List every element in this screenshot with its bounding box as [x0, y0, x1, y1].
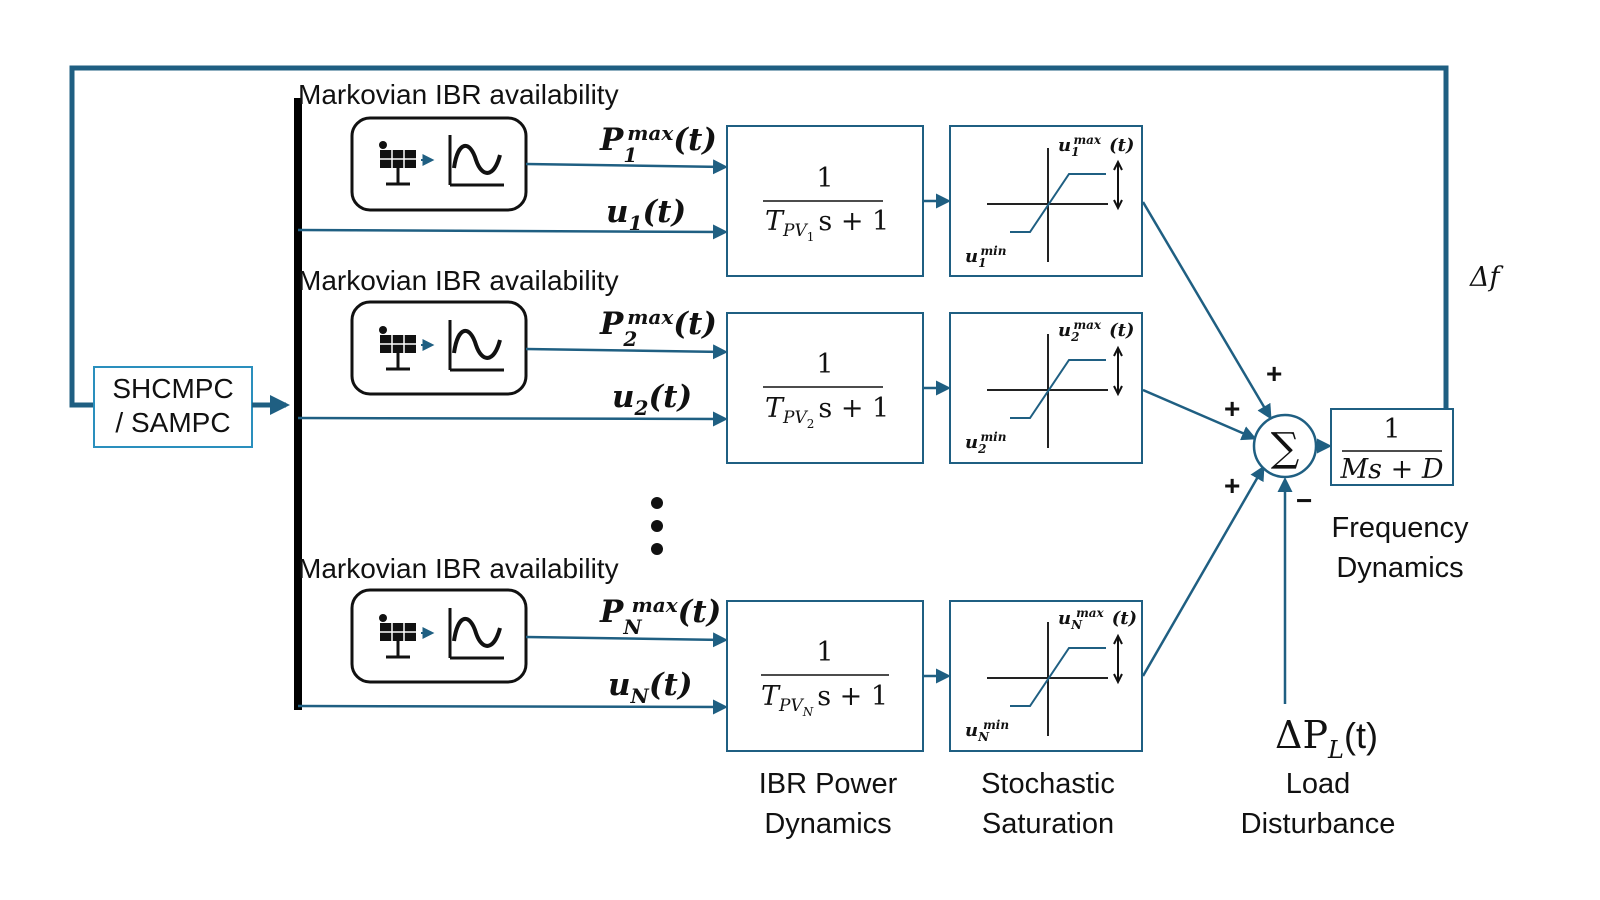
sign-bottom: +	[1224, 470, 1240, 501]
sign-top: +	[1266, 358, 1282, 389]
u-2-label: u2(t)	[612, 379, 692, 420]
ibr-tf-n-num: 1	[816, 637, 833, 668]
markov-label-1: Markovian IBR availability	[298, 79, 619, 110]
sat-1-min-label: u1min	[965, 244, 1006, 270]
sign-mid: +	[1224, 393, 1240, 424]
ibr-tf-block-n	[726, 600, 924, 752]
u-2-line	[297, 411, 728, 427]
pmax-n-label: PNmax(t)	[599, 593, 721, 639]
controller-label-line2: / SAMPC	[115, 407, 230, 438]
solar-panel-icon	[379, 326, 416, 371]
caption-ibr-1: IBR Power	[759, 768, 898, 800]
saturation-block-2	[949, 312, 1143, 464]
solar-panel-icon	[379, 614, 416, 659]
sat-2-min-label: u2min	[965, 430, 1006, 456]
pmax-1-label: P1max(t)	[599, 121, 717, 167]
pmax-2-line	[525, 344, 728, 360]
caption-load-2: Disturbance	[1241, 808, 1396, 840]
sat-n-max-label: uNmax(t)	[1058, 606, 1137, 632]
ellipsis-dots	[651, 497, 663, 555]
controller-label-line1: SHCMPC	[112, 373, 233, 404]
u-n-line	[297, 699, 728, 715]
frequency-den: Ms + D	[1340, 454, 1444, 485]
sine-wave-icon	[448, 608, 504, 660]
sine-wave-icon	[448, 135, 504, 187]
markov-block-2	[350, 300, 528, 396]
markov-label-2: Markovian IBR availability	[298, 265, 619, 296]
ibr-tf-block-2	[726, 312, 924, 464]
pmax-2-label: P2max(t)	[599, 305, 717, 351]
sat-n-min-label: uNmin	[965, 718, 1009, 744]
sat-1-to-summer	[1141, 201, 1272, 420]
ibr-tf-1-num: 1	[816, 163, 833, 194]
sat-n-to-summer	[1141, 465, 1265, 677]
sine-wave-icon	[448, 320, 504, 372]
markov-block-1	[350, 116, 528, 212]
solar-panel-icon	[379, 141, 416, 186]
ibr-tf-block-1	[726, 125, 924, 277]
caption-sat-1: Stochastic	[981, 768, 1115, 800]
saturation-curve-2	[987, 334, 1123, 448]
sat-2-to-summer	[1142, 388, 1257, 441]
pmax-1-line	[525, 159, 728, 175]
summing-symbol: ∑	[1271, 425, 1300, 471]
pmax-n-line	[525, 632, 728, 648]
markov-label-n: Markovian IBR availability	[298, 553, 619, 584]
u-n-label: uN(t)	[608, 667, 692, 708]
u-1-line	[297, 224, 728, 240]
frequency-num: 1	[1383, 414, 1400, 445]
saturation-curve-1	[987, 148, 1123, 262]
sat-1-max-label: u1max(t)	[1058, 133, 1134, 159]
caption-ibr-2: Dynamics	[764, 808, 891, 840]
markov-block-n	[350, 588, 528, 684]
caption-load-1: Load	[1286, 768, 1351, 800]
sat-2-max-label: u2max(t)	[1058, 318, 1134, 344]
frequency-block	[1330, 408, 1454, 486]
feedback-label: Δf	[1469, 262, 1503, 293]
saturation-curve-n	[987, 622, 1123, 736]
caption-sat-2: Saturation	[982, 808, 1114, 840]
load-disturbance-label: ΔPL(t)	[1275, 713, 1378, 764]
saturation-block-1	[949, 125, 1143, 277]
sign-minus: −	[1296, 485, 1312, 516]
u-1-label: u1(t)	[606, 194, 686, 235]
caption-freq-2: Dynamics	[1336, 552, 1463, 584]
saturation-block-n	[949, 600, 1143, 752]
ibr-tf-2-num: 1	[816, 349, 833, 380]
caption-freq-1: Frequency	[1331, 512, 1469, 544]
